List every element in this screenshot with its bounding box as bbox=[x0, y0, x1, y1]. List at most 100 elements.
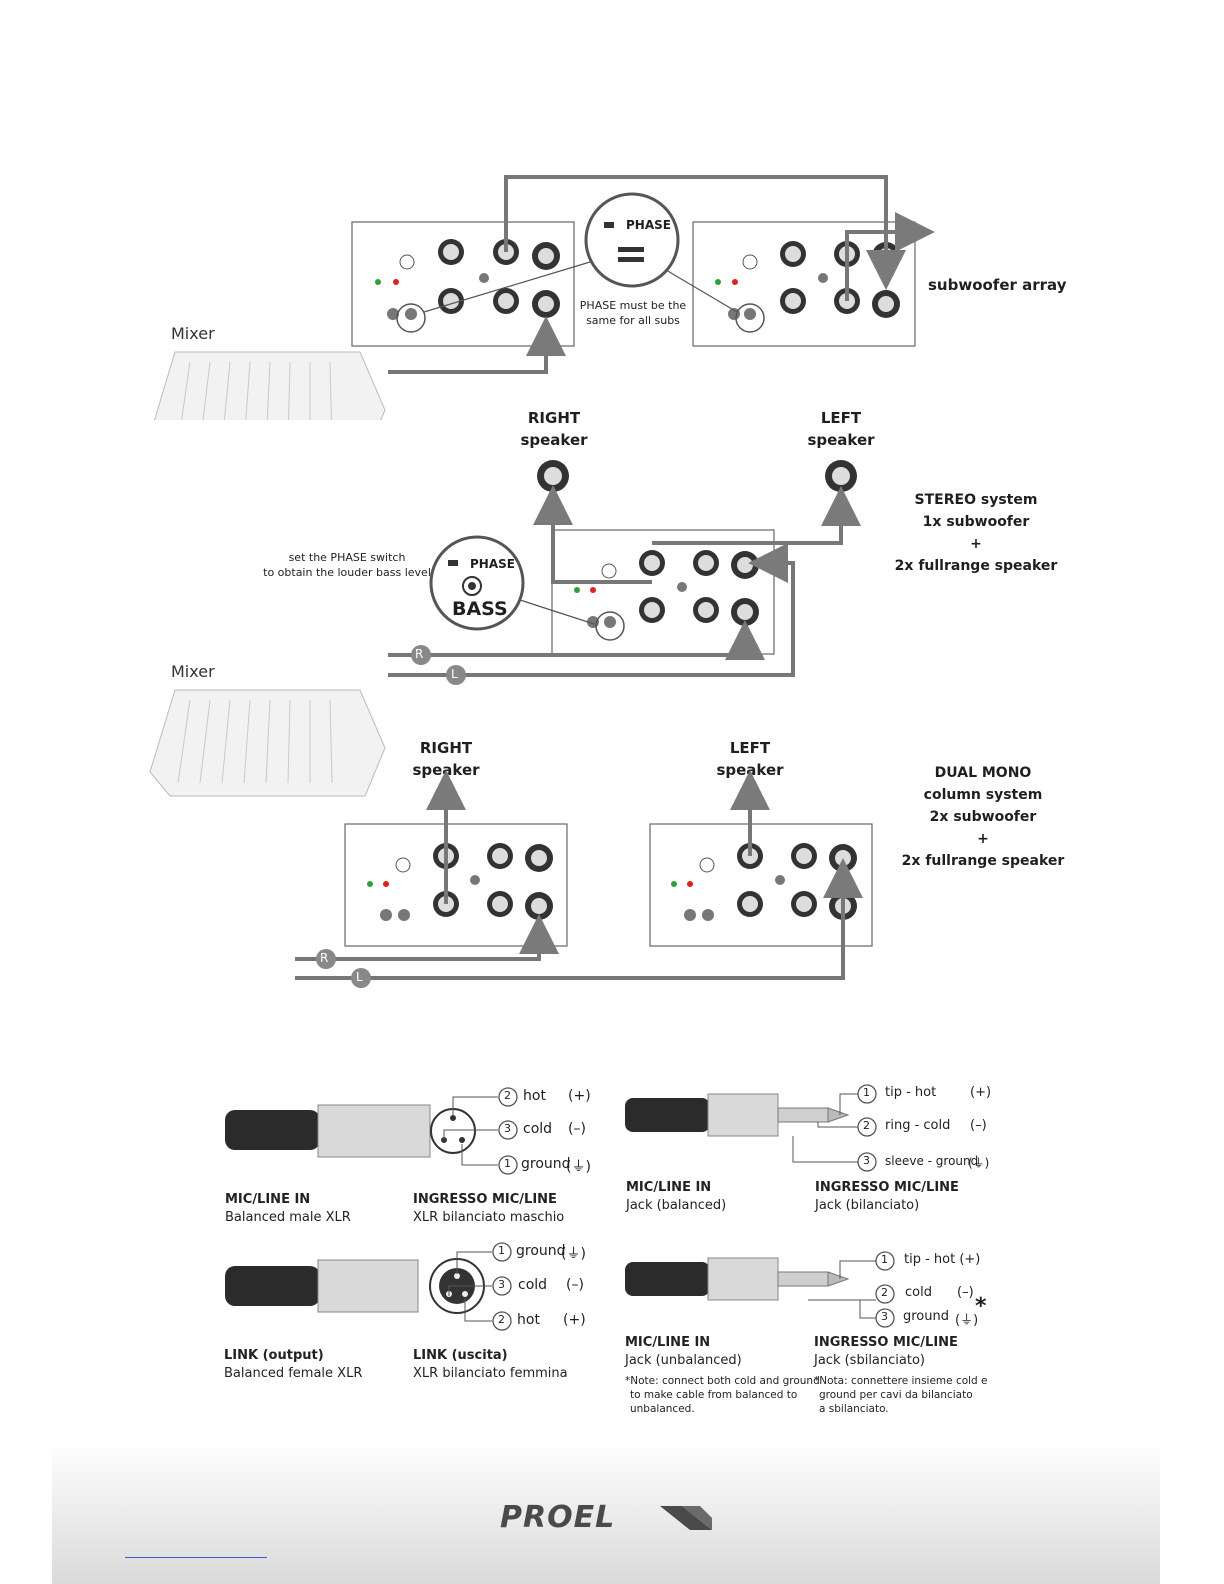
xlr-female-pin3-label: cold bbox=[518, 1277, 548, 1293]
cable-lines-2 bbox=[388, 485, 861, 677]
jack-unbal-note-en-3: unbalanced. bbox=[630, 1403, 695, 1415]
xlr-female-caption-it-2: XLR bilanciato femmina bbox=[413, 1366, 568, 1381]
l-marker-text-3: L bbox=[356, 970, 363, 984]
phase-title-1: PHASE bbox=[626, 218, 671, 232]
sub-panel-stereo bbox=[551, 529, 775, 655]
l-marker-3 bbox=[351, 968, 371, 988]
jack-unbalanced-plug-icon bbox=[625, 1257, 850, 1301]
footer-band bbox=[52, 1440, 1160, 1584]
phase-note-2b: to obtain the louder bass level bbox=[263, 566, 431, 579]
mixer-icon bbox=[153, 351, 386, 420]
xlr-female-plug-icon bbox=[225, 1258, 485, 1314]
xlr-male-plug-icon bbox=[225, 1104, 476, 1158]
jack-unbal-pin1-label: tip - hot (+) bbox=[904, 1252, 981, 1267]
jack-unbal-pin3-sign: (⏚) bbox=[955, 1313, 979, 1328]
r-marker-text-3: R bbox=[320, 951, 329, 965]
xlr-male-pin2-num: 2 bbox=[504, 1089, 511, 1102]
subwoofer-array-diagram bbox=[153, 175, 935, 420]
dual-system-line5: 2x fullrange speaker bbox=[901, 853, 1065, 869]
jack-unbal-note-en-2: to make cable from balanced to bbox=[630, 1389, 798, 1401]
jack-bal-pin3-sign: (⏚) bbox=[968, 1156, 990, 1170]
phase-callout-1 bbox=[423, 192, 738, 313]
jack-unbal-note-en-1: *Note: connect both cold and ground bbox=[625, 1375, 820, 1387]
xlr-male-caption-it-1: INGRESSO MIC/LINE bbox=[413, 1192, 557, 1207]
xlr-female-pin1-label: ground bbox=[516, 1243, 566, 1259]
jack-bal-pin1-num: 1 bbox=[863, 1086, 870, 1099]
jack-bal-caption-en-2: Jack (balanced) bbox=[626, 1198, 727, 1213]
jack-unbal-pin2-label: cold bbox=[905, 1285, 932, 1300]
cable-lines-1 bbox=[388, 175, 935, 374]
xlr-male-pin3-num: 3 bbox=[504, 1122, 511, 1135]
phase-note-2a: set the PHASE switch bbox=[288, 551, 406, 564]
xlr-female-caption-it-1: LINK (uscita) bbox=[413, 1348, 508, 1363]
jack-unbal-pin1-num: 1 bbox=[881, 1253, 888, 1266]
xlr-male-caption-en-1: MIC/LINE IN bbox=[225, 1192, 311, 1207]
r-marker-text-2: R bbox=[415, 647, 424, 661]
jack-bal-pin2-sign: (–) bbox=[970, 1118, 987, 1133]
jack-unbal-caption-it-2: Jack (sbilanciato) bbox=[814, 1353, 925, 1368]
jack-bal-pin3-num: 3 bbox=[863, 1154, 870, 1167]
mixer-icon-2 bbox=[149, 689, 386, 797]
cable-lines-3 bbox=[295, 770, 863, 980]
proel-logo: PROEL bbox=[500, 1500, 616, 1535]
stereo-system-line1: STEREO system bbox=[914, 492, 1038, 508]
dual-system-line4: + bbox=[977, 831, 989, 847]
dual-system-line3: 2x subwoofer bbox=[929, 809, 1037, 825]
xlr-male-pin3-sign: (–) bbox=[568, 1121, 586, 1137]
stereo-diagram bbox=[388, 460, 861, 685]
right-speaker-label-2b: speaker bbox=[520, 431, 588, 449]
jack-bal-caption-it-1: INGRESSO MIC/LINE bbox=[815, 1180, 959, 1195]
jack-balanced-plug-icon bbox=[625, 1093, 850, 1137]
xlr-female-caption-en-1: LINK (output) bbox=[224, 1348, 324, 1363]
proel-logo-mark bbox=[660, 1506, 712, 1530]
jack-unbal-caption-en-1: MIC/LINE IN bbox=[625, 1335, 711, 1350]
right-speaker-label-2a: RIGHT bbox=[527, 409, 581, 427]
mixer-label-1: Mixer bbox=[171, 324, 215, 343]
xlr-male-pin2-sign: (+) bbox=[568, 1088, 591, 1104]
pin-lines bbox=[443, 1093, 876, 1322]
right-speaker-jack bbox=[537, 460, 569, 492]
l-marker-text-2: L bbox=[451, 667, 458, 681]
xlr-male-caption-en-2: Balanced male XLR bbox=[225, 1210, 351, 1225]
jack-unbal-note-it-2: ground per cavi da bilanciato bbox=[819, 1389, 973, 1401]
dual-mono-diagram bbox=[149, 689, 873, 988]
jack-bal-pin3-label: sleeve - ground bbox=[885, 1154, 979, 1168]
phase-note-1b: same for all subs bbox=[586, 314, 680, 327]
jack-unbal-caption-it-1: INGRESSO MIC/LINE bbox=[814, 1335, 958, 1350]
xlr-female-pin2-sign: (+) bbox=[563, 1312, 586, 1328]
jack-unbal-note-it-1: *Nota: connettere insieme cold e bbox=[814, 1375, 988, 1387]
right-speaker-label-3a: RIGHT bbox=[419, 739, 473, 757]
xlr-male-pin1-sign: (⏚) bbox=[566, 1159, 591, 1175]
sub-panel-dual-a bbox=[344, 823, 568, 947]
phase-title-2: PHASE bbox=[470, 557, 515, 571]
xlr-male-pin1-label: ground bbox=[521, 1156, 571, 1172]
xlr-female-pin2-label: hot bbox=[517, 1312, 540, 1328]
dual-system-line1: DUAL MONO bbox=[934, 765, 1032, 781]
sub-panel-dual-b bbox=[649, 823, 873, 947]
phase-callout-2 bbox=[429, 535, 595, 631]
jack-bal-pin1-label: tip - hot bbox=[885, 1085, 937, 1100]
l-marker-2 bbox=[446, 665, 466, 685]
jack-bal-caption-it-2: Jack (bilanciato) bbox=[815, 1198, 920, 1213]
jack-unbal-pin2-sign: (–) bbox=[957, 1285, 974, 1300]
left-speaker-label-2b: speaker bbox=[807, 431, 875, 449]
left-speaker-jack bbox=[825, 460, 857, 492]
mixer-label-2: Mixer bbox=[171, 662, 215, 681]
r-marker-3 bbox=[316, 949, 336, 969]
jack-unbal-asterisk: * bbox=[975, 1294, 987, 1319]
subwoofer-array-label: subwoofer array bbox=[928, 276, 1067, 294]
jack-bal-pin2-num: 2 bbox=[863, 1119, 870, 1132]
footer-link[interactable] bbox=[125, 1557, 267, 1558]
jack-bal-pin2-label: ring - cold bbox=[885, 1118, 951, 1133]
r-marker-2 bbox=[411, 645, 431, 665]
xlr-male-pin1-num: 1 bbox=[504, 1157, 511, 1170]
connector-drawings bbox=[225, 1084, 895, 1331]
xlr-female-pin3-sign: (–) bbox=[566, 1277, 584, 1293]
xlr-female-caption-en-2: Balanced female XLR bbox=[224, 1366, 363, 1381]
phase-note-1a: PHASE must be the bbox=[579, 299, 687, 312]
stereo-system-line4: 2x fullrange speaker bbox=[894, 558, 1058, 574]
xlr-female-pin2-num: 2 bbox=[498, 1313, 505, 1326]
xlr-female-pin3-num: 3 bbox=[498, 1278, 505, 1291]
jack-bal-pin1-sign: (+) bbox=[970, 1085, 992, 1100]
xlr-female-pin1-num: 1 bbox=[498, 1244, 505, 1257]
